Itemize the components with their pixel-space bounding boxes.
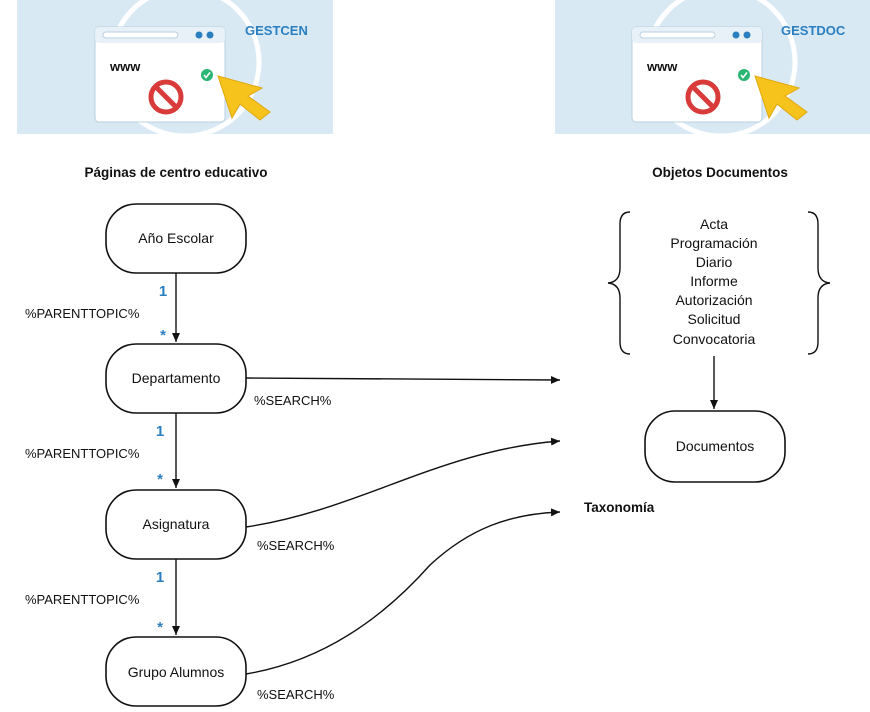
search-label-grupo: %SEARCH% <box>257 687 335 702</box>
document-type-item: Informe <box>690 273 738 289</box>
document-type-item: Convocatoria <box>673 331 756 347</box>
parenttopic-label-3: %PARENTTOPIC% <box>25 592 140 607</box>
multiplicity-many-2: * <box>157 471 163 488</box>
node-asignatura: Asignatura <box>105 489 247 560</box>
node-departamento: Departamento <box>105 343 247 414</box>
banner-gestdoc-title: GESTDOC <box>781 23 846 38</box>
search-label-departamento: %SEARCH% <box>254 393 332 408</box>
edge-grupo-search <box>245 508 561 675</box>
search-label-asignatura: %SEARCH% <box>257 538 335 553</box>
multiplicity-one-3: 1 <box>156 569 164 586</box>
node-documentos-label: Documentos <box>676 438 755 454</box>
banner-gestcen-www: www <box>109 59 141 74</box>
document-type-item: Solicitud <box>688 311 741 327</box>
edge-departamento-search <box>245 375 561 384</box>
node-ano-escolar: Año Escolar <box>105 203 247 274</box>
parenttopic-label-1: %PARENTTOPIC% <box>25 306 140 321</box>
document-type-item: Acta <box>700 216 728 232</box>
browser-forbidden-icon: www <box>94 0 271 139</box>
node-departamento-label: Departamento <box>132 370 221 386</box>
node-asignatura-label: Asignatura <box>143 516 210 532</box>
left-brace <box>607 211 631 355</box>
node-ano-escolar-label: Año Escolar <box>138 230 214 246</box>
heading-objetos-documentos: Objetos Documentos <box>652 165 788 180</box>
multiplicity-one-1: 1 <box>159 283 167 300</box>
node-documentos: Documentos <box>644 410 786 483</box>
parenttopic-label-2: %PARENTTOPIC% <box>25 446 140 461</box>
document-type-item: Autorización <box>675 292 752 308</box>
banner-gestcen: www GESTCEN <box>17 0 333 139</box>
document-type-item: Diario <box>696 254 733 270</box>
banner-gestdoc: www GESTDOC <box>555 0 870 139</box>
document-types-group: Acta Programación Diario Informe Autoriz… <box>607 211 831 355</box>
multiplicity-many-3: * <box>157 619 163 636</box>
right-brace <box>807 211 831 355</box>
multiplicity-many-1: * <box>160 327 166 344</box>
banner-gestdoc-www: www <box>646 59 678 74</box>
taxonomy-label: Taxonomía <box>584 500 655 515</box>
node-grupo-alumnos-label: Grupo Alumnos <box>128 664 225 680</box>
edge-asignatura-search <box>245 437 561 528</box>
browser-forbidden-icon: www <box>631 0 808 139</box>
document-type-item: Programación <box>670 235 757 251</box>
node-grupo-alumnos: Grupo Alumnos <box>105 636 247 707</box>
banner-gestcen-title: GESTCEN <box>245 23 308 38</box>
heading-centro-educativo: Páginas de centro educativo <box>84 165 267 180</box>
multiplicity-one-2: 1 <box>156 423 164 440</box>
